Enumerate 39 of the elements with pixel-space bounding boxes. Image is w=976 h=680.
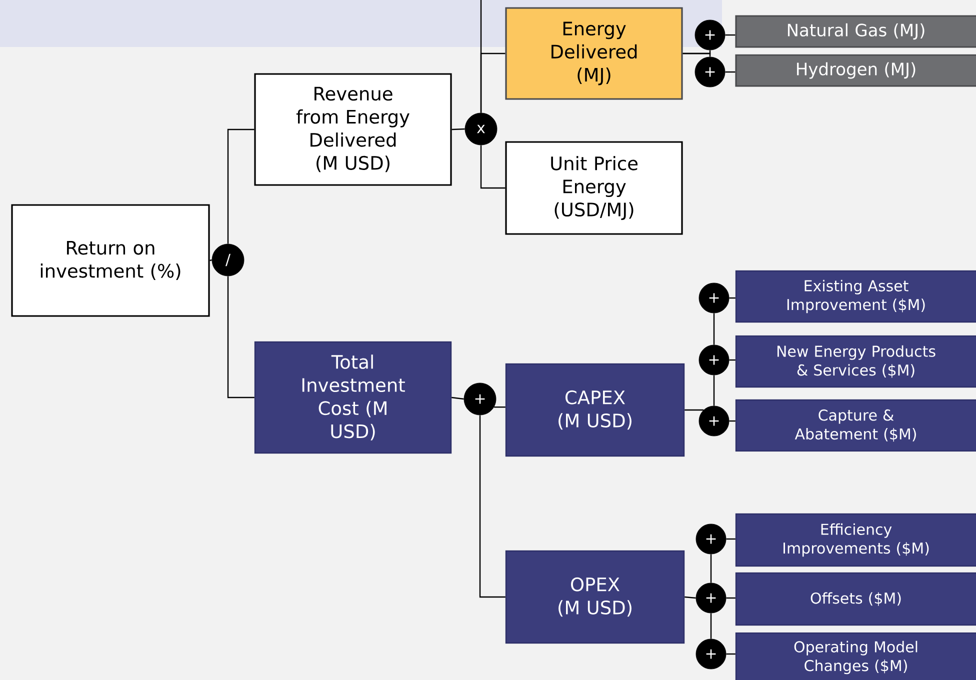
metric-box: Return on investment (%) [11,204,210,317]
metric-box: OPEX (M USD) [505,550,685,644]
connector-line [726,538,736,540]
connector-line [729,359,736,361]
metric-box: Unit Price Energy (USD/MJ) [505,141,683,235]
connector-line [227,276,254,398]
connector-line [479,415,506,598]
metric-box: CAPEX (M USD) [505,363,685,457]
connector-line [227,128,254,244]
connector-line [480,145,506,189]
connector-line [725,34,736,36]
metric-box: Hydrogen (MJ) [735,54,976,87]
connector-line [494,406,506,408]
metric-box: Offsets ($M) [735,572,976,626]
metric-box: Capture & Abatement ($M) [735,399,976,452]
connector-line [713,375,715,406]
connector-line [684,409,704,411]
metric-box: Natural Gas (MJ) [735,15,976,48]
metric-box: Efficiency Improvements ($M) [735,513,976,567]
connector-line [725,71,736,73]
connector-line [729,420,736,422]
connector-line [726,653,736,655]
metric-box: Operating Model Changes ($M) [735,632,976,680]
connector-line [713,313,715,345]
connector-line [726,597,736,599]
connector-line [710,554,712,583]
connector-line [480,0,482,113]
metric-box: Existing Asset Improvement ($M) [735,270,976,323]
connector-line [729,297,736,299]
connector-line [710,613,712,639]
metric-box: Revenue from Energy Delivered (M USD) [254,73,452,186]
connector-line [210,259,212,262]
metric-box: New Energy Products & Services ($M) [735,335,976,388]
connector-line [684,596,696,599]
connector-line [452,128,465,130]
connector-line [682,52,711,57]
metric-box: Energy Delivered (MJ) [505,7,683,100]
metric-box: Total Investment Cost (M USD) [254,341,452,454]
connector-line [452,396,464,400]
